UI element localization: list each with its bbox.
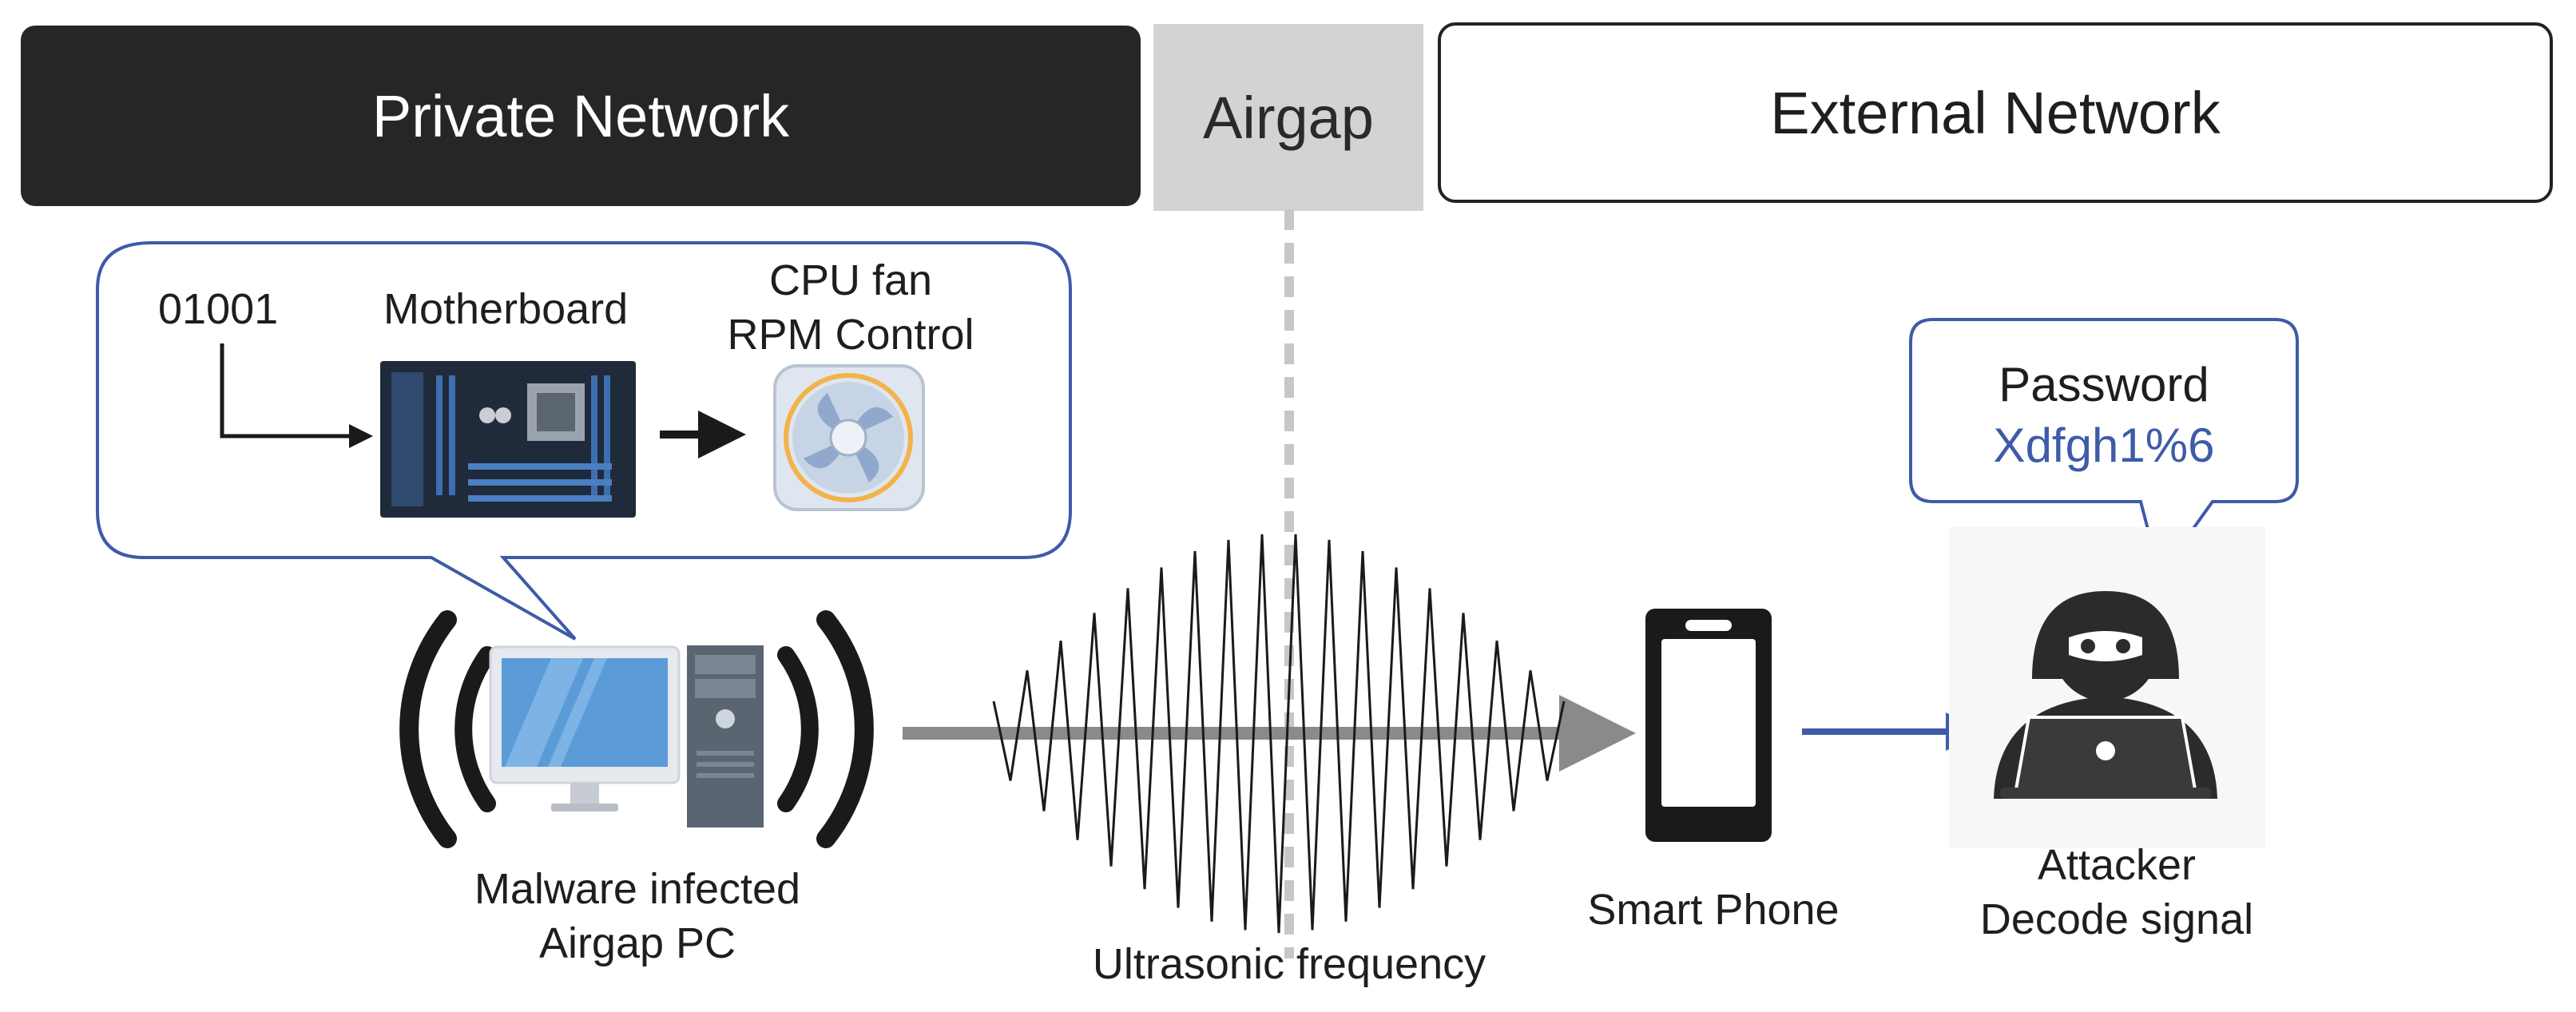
ultrasonic-waveform — [992, 534, 1566, 934]
private-network-band: Private Network — [21, 26, 1141, 206]
smartphone-icon — [1645, 609, 1772, 842]
frequency-label: Ultrasonic frequency — [1092, 940, 1486, 988]
password-title: Password — [1998, 358, 2209, 411]
pc-label-line2: Airgap PC — [538, 919, 736, 967]
desktop-computer-icon — [489, 645, 764, 827]
motherboard-label: Motherboard — [383, 285, 629, 333]
attacker-label: Attacker Decode signal — [1901, 839, 2332, 947]
phone-label: Smart Phone — [1587, 886, 1840, 934]
external-network-label: External Network — [1770, 79, 2221, 146]
pc-label: Malware infected Airgap PC — [398, 863, 877, 970]
pc-label-line1: Malware infected — [474, 865, 801, 913]
motherboard-icon — [380, 361, 636, 518]
cpu-fan-icon — [773, 364, 925, 511]
bits-arrow — [220, 343, 373, 448]
cpu-fan-label-line2: RPM Control — [727, 310, 974, 359]
hacker-laptop-icon — [1949, 527, 2265, 848]
cpu-fan-label-line1: CPU fan — [768, 256, 933, 304]
attacker-label-line1: Attacker — [2037, 841, 2197, 889]
password-value: Xdfgh1%6 — [1993, 419, 2215, 472]
signal-waves-icon — [399, 610, 874, 848]
bits-label: 01001 — [158, 285, 279, 333]
private-network-label: Private Network — [371, 82, 790, 149]
attacker-label-line2: Decode signal — [1979, 895, 2254, 943]
airgap-label: Airgap — [1203, 84, 1374, 151]
external-network-band: External Network — [1438, 22, 2553, 203]
cpu-fan-label: CPU fan RPM Control — [719, 254, 982, 362]
airgap-band: Airgap — [1153, 24, 1423, 211]
